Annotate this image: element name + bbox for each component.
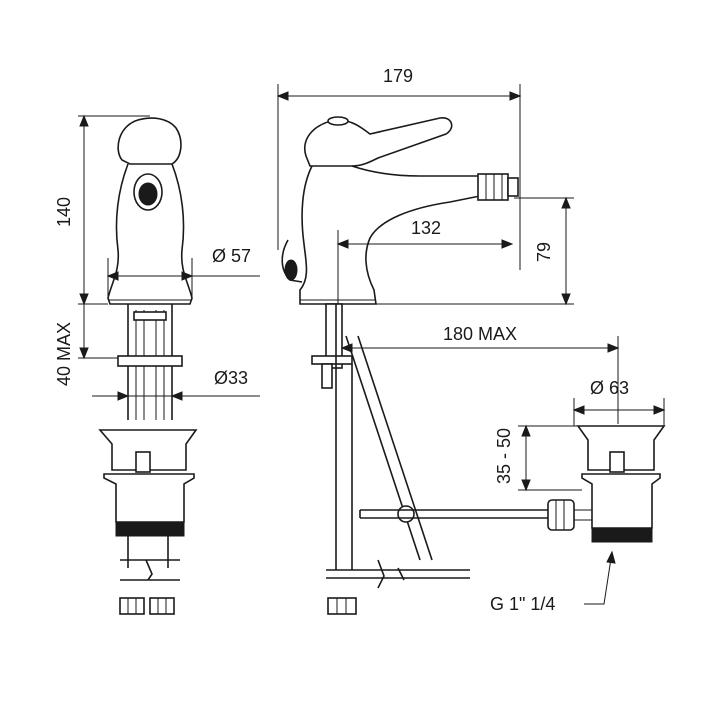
dim-spout-reach: 132 bbox=[411, 218, 441, 238]
side-view bbox=[281, 116, 548, 615]
front-view bbox=[98, 117, 198, 615]
dim-height: 140 bbox=[54, 197, 74, 227]
dim-deck-thickness: 40 MAX bbox=[54, 322, 74, 386]
dim-thread: G 1" 1/4 bbox=[490, 594, 555, 614]
dim-base-diameter: Ø 57 bbox=[212, 246, 251, 266]
dim-shank-diameter: Ø33 bbox=[214, 368, 248, 388]
dim-waste-range: 35 - 50 bbox=[494, 428, 514, 484]
dim-waste-diameter: Ø 63 bbox=[590, 378, 629, 398]
dim-waste-distance: 180 MAX bbox=[443, 324, 517, 344]
dim-spout-height: 79 bbox=[534, 242, 554, 262]
waste-view bbox=[547, 425, 666, 605]
waste-dimensions bbox=[518, 398, 666, 492]
dim-overall-length: 179 bbox=[383, 66, 413, 86]
front-dimensions bbox=[78, 114, 260, 401]
side-dimensions bbox=[276, 84, 620, 424]
